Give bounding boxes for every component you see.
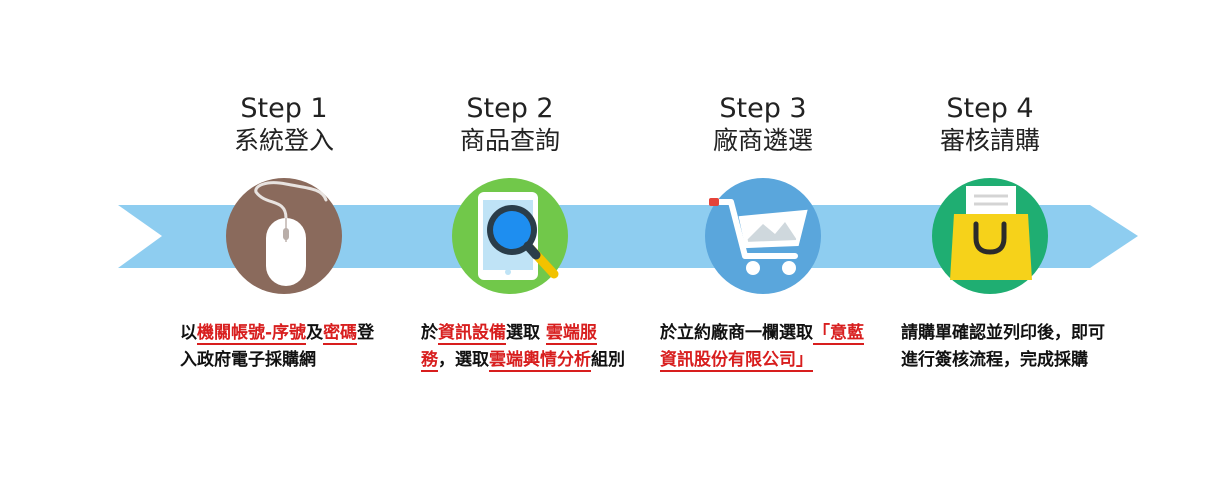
step-3-header: Step 3 廠商遴選 xyxy=(653,93,873,157)
step-1-desc-4: 登入政府電子採購網 xyxy=(180,323,375,370)
step-1-desc-0: 以 xyxy=(180,323,197,343)
step-2-desc-2: 選取 xyxy=(506,323,546,343)
step-2-desc-4: ，選取 xyxy=(438,350,489,370)
search-tablet-icon xyxy=(452,178,568,294)
step-1-desc-1: 機關帳號-序號 xyxy=(197,323,307,345)
step-3-description: 於立約廠商一欄選取「意藍資訊股份有限公司」 xyxy=(660,320,865,374)
arrow-band xyxy=(118,205,1138,268)
step-3-title: Step 3 xyxy=(719,93,807,124)
step-4-description: 請購單確認並列印後，即可進行簽核流程，完成採購 xyxy=(901,320,1116,374)
step-3-desc-0: 於立約廠商一欄選取 xyxy=(660,323,813,343)
step-2-desc-6: 組別 xyxy=(591,350,625,370)
step-1-desc-3: 密碼 xyxy=(323,323,358,345)
step-2-desc-3: 雲端服務 xyxy=(421,323,597,372)
step-2-title: Step 2 xyxy=(466,93,554,124)
step-4-desc-0: 請購單確認並列印後，即可進行簽核流程，完成採購 xyxy=(901,323,1105,370)
step-2-description: 於資訊設備選取 雲端服務，選取雲端輿情分析組別 xyxy=(421,320,626,374)
step-1-subtitle: 系統登入 xyxy=(233,126,334,155)
step-2-desc-0: 於 xyxy=(421,323,438,343)
step-1-title: Step 1 xyxy=(240,93,328,124)
step-4-header: Step 4 審核請購 xyxy=(880,93,1100,157)
step-1-desc-2: 及 xyxy=(306,323,324,343)
step-4-subtitle: 審核請購 xyxy=(939,126,1040,155)
step-3-desc-1: 「意藍資訊股份有限公司」 xyxy=(660,323,864,372)
step-1-description: 以機關帳號-序號及密碼登入政府電子採購網 xyxy=(180,320,385,374)
step-2-desc-1: 資訊設備 xyxy=(438,323,506,345)
shopping-cart-icon xyxy=(705,178,821,294)
step-3-subtitle: 廠商遴選 xyxy=(712,126,813,155)
shopping-bag-icon xyxy=(932,178,1048,294)
step-2-subtitle: 商品查詢 xyxy=(459,126,560,155)
mouse-icon xyxy=(226,178,342,294)
step-2-header: Step 2 商品查詢 xyxy=(400,93,620,157)
step-4-title: Step 4 xyxy=(946,93,1034,124)
step-2-desc-5: 雲端輿情分析 xyxy=(489,350,591,372)
step-1-header: Step 1 系統登入 xyxy=(174,93,394,157)
